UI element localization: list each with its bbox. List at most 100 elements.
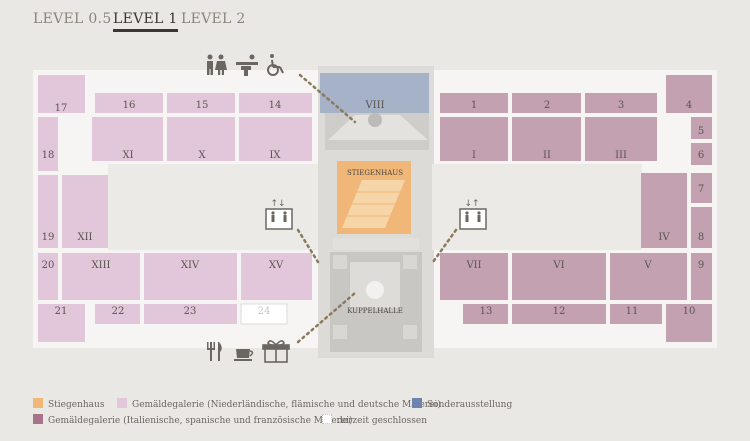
room-16[interactable]: [95, 93, 163, 113]
room-12[interactable]: [512, 304, 606, 324]
room-xi[interactable]: [92, 117, 163, 161]
room-label: 14: [269, 100, 282, 111]
room-label: VII: [465, 260, 481, 271]
stiegenhaus-label: STIEGENHAUS: [347, 169, 403, 177]
room-label: 11: [626, 306, 639, 317]
room-xiv[interactable]: [144, 253, 237, 300]
legend-item-special: Sonderausstellung: [412, 398, 512, 410]
room-label: 20: [42, 260, 55, 271]
wheelchair-icon[interactable]: [267, 54, 284, 76]
stiegenhaus[interactable]: STIEGENHAUS: [337, 161, 411, 234]
legend-swatch: [33, 398, 43, 408]
room-2[interactable]: [512, 93, 581, 113]
room-24[interactable]: [240, 303, 288, 325]
room-label: 2: [544, 100, 550, 111]
room-label: XIV: [181, 260, 200, 271]
room-label: 21: [55, 306, 68, 317]
room-x[interactable]: [167, 117, 235, 161]
room-label: 23: [184, 306, 197, 317]
room-9[interactable]: [691, 253, 712, 300]
room-label: VI: [552, 260, 564, 271]
room-label: 22: [112, 306, 125, 317]
room-label: 24: [258, 306, 271, 317]
room-label: X: [198, 150, 206, 161]
svg-text:↑↓: ↑↓: [270, 199, 285, 209]
room-ix[interactable]: [239, 117, 312, 161]
room-label: 3: [618, 100, 624, 111]
elevator-icon[interactable]: ↓↑: [459, 199, 487, 230]
room-label: 18: [42, 150, 55, 161]
cafe-icon[interactable]: [234, 349, 254, 361]
room-label: 7: [698, 184, 704, 195]
restaurant-icon[interactable]: [207, 342, 222, 361]
room-i[interactable]: [440, 117, 508, 161]
tab-level-2[interactable]: LEVEL 2: [181, 11, 246, 27]
room-21[interactable]: [38, 304, 85, 342]
room-label: 19: [42, 232, 55, 243]
room-iv[interactable]: [641, 173, 687, 248]
room-vi[interactable]: [512, 253, 606, 300]
room-11[interactable]: [610, 304, 662, 324]
room-label: 5: [698, 126, 704, 137]
legend-swatch: [322, 414, 332, 424]
legend-item-closed: derzeit geschlossen: [322, 414, 427, 426]
room-7[interactable]: [691, 173, 712, 203]
legend-swatch: [33, 414, 43, 424]
room-5[interactable]: [691, 117, 712, 139]
tab-level-1[interactable]: LEVEL 1: [113, 11, 178, 32]
east-wing: [440, 75, 712, 342]
room-iii[interactable]: [585, 117, 657, 161]
room-23[interactable]: [144, 304, 237, 324]
room-label: 17: [55, 103, 68, 114]
gift-shop-icon[interactable]: [262, 340, 290, 363]
room-label: III: [615, 150, 627, 161]
room-14[interactable]: [239, 93, 312, 113]
room-22[interactable]: [95, 304, 140, 324]
room-label-viii: VIII: [364, 100, 384, 111]
legend-label: Gemäldegalerie (Italienische, spanische …: [48, 416, 353, 426]
legend-label: Sonderausstellung: [427, 400, 513, 410]
room-label: XV: [269, 260, 284, 271]
room-label: 4: [686, 100, 692, 111]
restroom-icon[interactable]: [207, 54, 227, 76]
elevator-icon[interactable]: ↑↓: [265, 199, 293, 230]
room-1[interactable]: [440, 93, 508, 113]
room-label: 10: [683, 306, 696, 317]
room-18[interactable]: [38, 117, 58, 171]
room-6[interactable]: [691, 143, 712, 165]
room-4[interactable]: [666, 75, 712, 113]
west-wing: [38, 75, 312, 342]
room-3[interactable]: [585, 93, 657, 113]
room-17[interactable]: [38, 75, 85, 113]
legend-item-italian: Gemäldegalerie (Italienische, spanische …: [33, 414, 353, 426]
room-label: 8: [698, 232, 704, 243]
room-vii[interactable]: [440, 253, 508, 300]
room-13[interactable]: [463, 304, 508, 324]
legend-swatch: [412, 398, 422, 408]
room-label: 6: [698, 150, 704, 161]
room-label: 12: [553, 306, 566, 317]
room-label: 15: [196, 100, 209, 111]
room-xii[interactable]: [62, 175, 108, 248]
room-label: V: [643, 260, 652, 271]
room-xiii[interactable]: [62, 253, 140, 300]
room-15[interactable]: [167, 93, 235, 113]
room-label: XIII: [92, 260, 111, 271]
room-20[interactable]: [38, 253, 58, 300]
kuppelhalle-label: KUPPELHALLE: [347, 307, 403, 315]
baby-changing-icon[interactable]: [236, 54, 258, 77]
legend-label: derzeit geschlossen: [337, 416, 428, 426]
room-19[interactable]: [38, 175, 58, 248]
room-label: IX: [269, 150, 281, 161]
legend-item-stiegenhaus: Stiegenhaus: [33, 398, 104, 410]
legend-swatch: [117, 398, 127, 408]
room-xv[interactable]: [241, 253, 312, 300]
room-8[interactable]: [691, 207, 712, 248]
room-10[interactable]: [666, 304, 712, 342]
room-v[interactable]: [610, 253, 687, 300]
leader-lines: [296, 73, 458, 344]
room-label: 9: [698, 260, 704, 271]
room-ii[interactable]: [512, 117, 581, 161]
tab-level-0-5[interactable]: LEVEL 0.5: [33, 11, 112, 27]
